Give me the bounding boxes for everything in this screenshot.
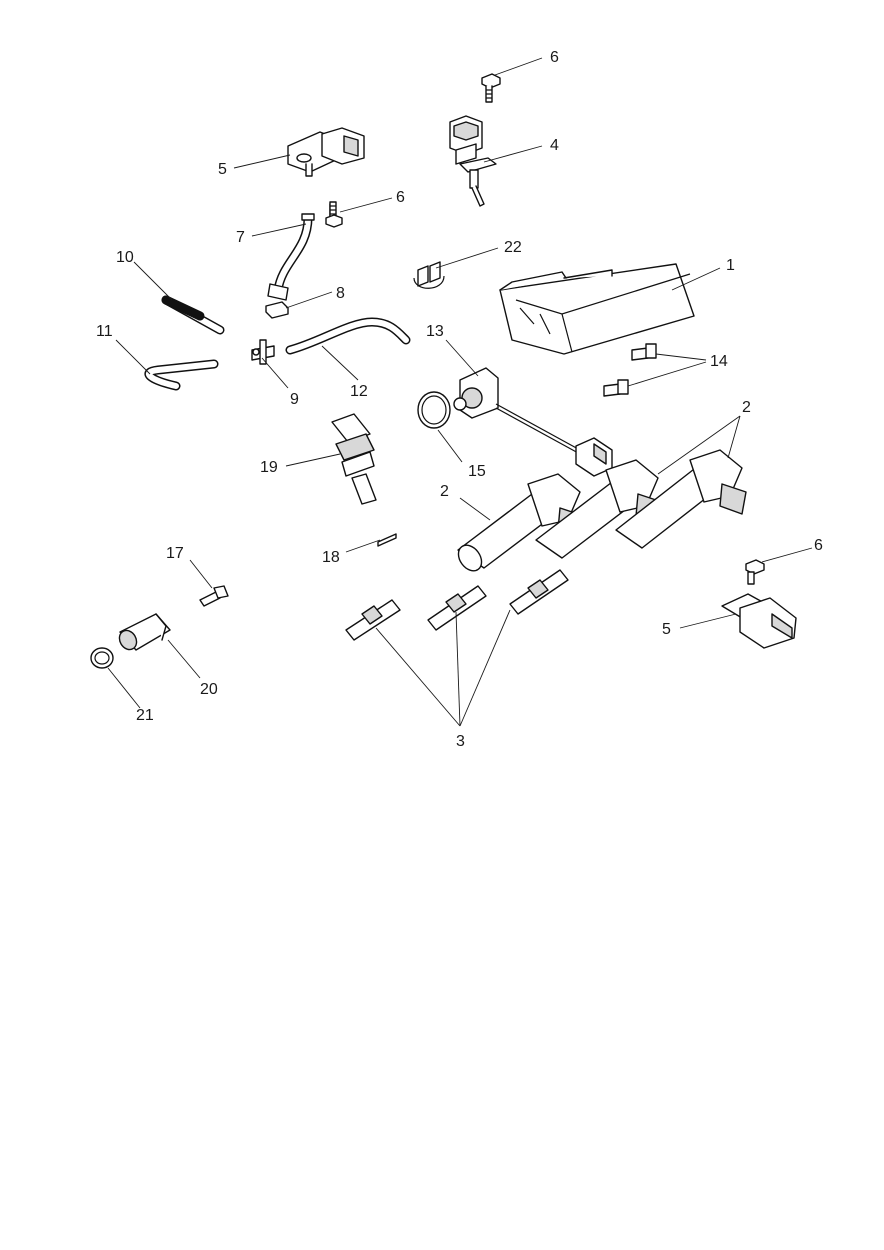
callout-1: 1 [726, 257, 735, 274]
callout-13: 13 [426, 323, 444, 340]
callout-20: 20 [200, 681, 218, 698]
callout-5-upper: 5 [218, 161, 227, 178]
spark-plug-part-3-left[interactable] [345, 599, 401, 641]
ignition-coil-part-2-left[interactable] [454, 473, 585, 575]
callout-7: 7 [236, 229, 245, 246]
callout-4: 4 [550, 137, 559, 154]
callout-14: 14 [710, 353, 728, 370]
seal-part-18[interactable] [377, 533, 397, 547]
callout-10: 10 [116, 249, 134, 266]
washer-part-21[interactable] [90, 647, 114, 669]
bolt-part-6-right[interactable] [745, 559, 765, 585]
hose-part-11[interactable] [144, 359, 219, 391]
callout-15: 15 [468, 463, 486, 480]
bolt-part-17[interactable] [199, 585, 229, 607]
sensor-part-20[interactable] [116, 613, 171, 653]
callout-2-right: 2 [742, 399, 751, 416]
ecu-part-1[interactable] [499, 263, 695, 355]
callout-9: 9 [290, 391, 299, 408]
clip-part-22[interactable] [413, 261, 445, 289]
spark-plug-part-3-right[interactable] [509, 569, 569, 615]
leader-lines [107, 57, 813, 727]
map-sensor-part-5-lower[interactable] [721, 593, 797, 649]
hose-part-10[interactable] [161, 295, 225, 335]
temperature-sensor-part-4[interactable] [449, 115, 497, 207]
callout-6-middle: 6 [396, 189, 405, 206]
callout-12: 12 [350, 383, 368, 400]
callout-6-right: 6 [814, 537, 823, 554]
bolt-part-6-middle[interactable] [325, 201, 343, 228]
callout-11: 11 [96, 323, 113, 340]
sensor-part-19[interactable] [331, 413, 377, 505]
bolt-part-6-top[interactable] [481, 73, 501, 103]
ignition-coil-part-2-middle[interactable] [535, 459, 663, 559]
callout-6-top: 6 [550, 49, 559, 66]
callout-18: 18 [322, 549, 340, 566]
tee-connector-part-9[interactable] [251, 339, 275, 365]
o-ring-part-15[interactable] [417, 391, 451, 429]
vacuum-hose-part-7[interactable] [267, 213, 315, 301]
callout-5-lower: 5 [662, 621, 671, 638]
hose-clip-part-8[interactable] [265, 301, 289, 319]
spark-plug-part-3-middle[interactable] [427, 585, 487, 631]
hose-part-12[interactable] [285, 317, 411, 355]
map-sensor-part-5-upper[interactable] [287, 127, 365, 177]
callout-8: 8 [336, 285, 345, 302]
screws-part-14[interactable] [603, 343, 657, 397]
callout-3: 3 [456, 733, 465, 750]
callout-21: 21 [136, 707, 154, 724]
ignition-coil-part-2-right[interactable] [615, 449, 747, 549]
callout-labels: 6 4 5 6 7 22 1 10 8 11 9 12 13 14 15 2 2… [96, 49, 823, 750]
callout-17: 17 [166, 545, 184, 562]
callout-19: 19 [260, 459, 278, 476]
callout-22: 22 [504, 239, 522, 256]
callout-2-left: 2 [440, 483, 449, 500]
throttle-sensor-part-13[interactable] [453, 367, 613, 477]
